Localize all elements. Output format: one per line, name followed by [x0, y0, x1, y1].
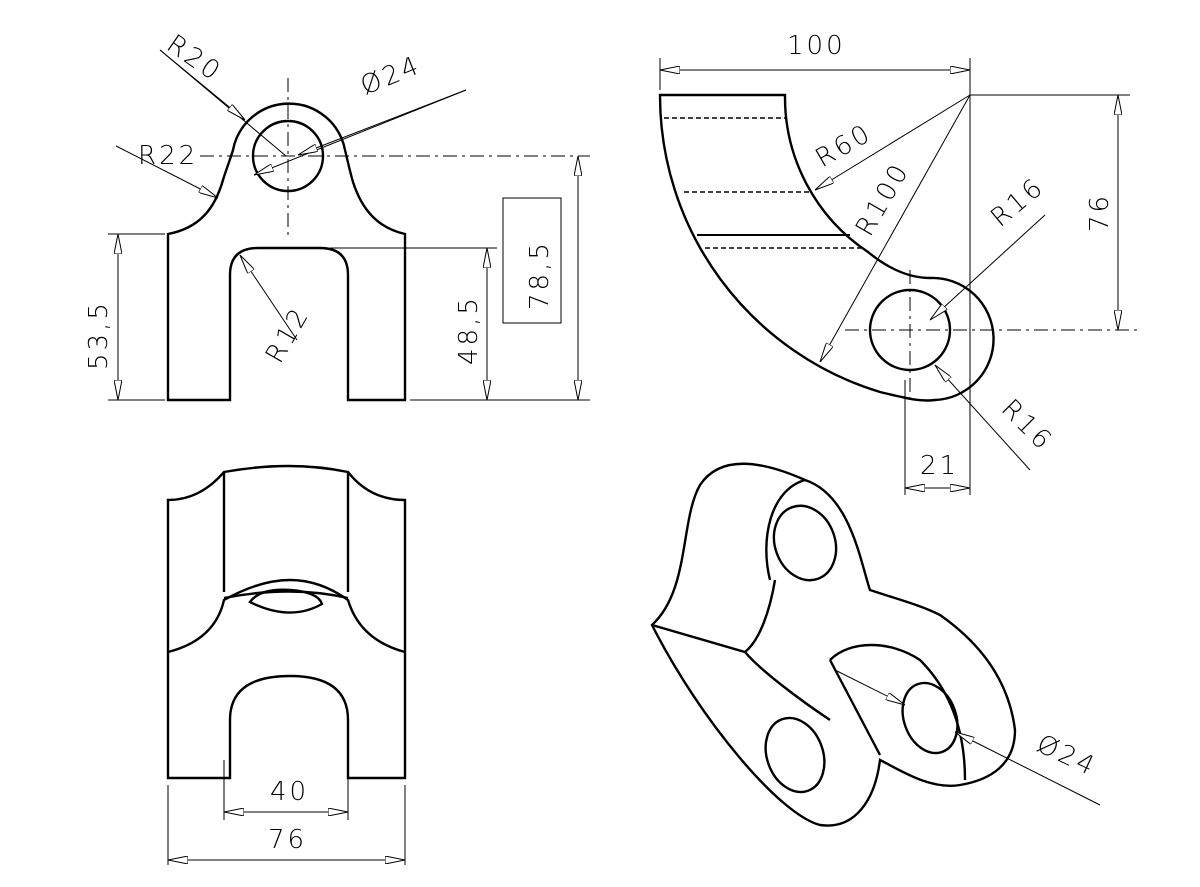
dia24-label: Ø24: [356, 50, 425, 101]
top-view: 40 76: [166, 464, 407, 865]
iso-dia24-label: Ø24: [1032, 729, 1101, 783]
h76-label: 76: [1085, 193, 1115, 232]
w40-label: 40: [270, 777, 309, 807]
r16-bottom-label: R16: [995, 394, 1059, 458]
w100-label: 100: [787, 31, 846, 61]
h53-label: 53,5: [84, 300, 114, 370]
r16-top-label: R16: [985, 172, 1050, 234]
r100-label: R100: [850, 157, 916, 241]
h48-label: 48,5: [454, 295, 484, 365]
side-view: 100 R60 R100 R16 76 R16 21: [658, 31, 1140, 495]
front-view: R20 Ø24 R22 53,5 R12 48,5 78,5: [84, 29, 590, 402]
w76-label: 76: [268, 825, 307, 855]
h78-label: 78,5: [525, 240, 555, 310]
r12-label: R12: [260, 301, 316, 368]
isometric-view: Ø24: [650, 462, 1101, 827]
w21-label: 21: [920, 451, 959, 481]
r22-label: R22: [138, 141, 198, 171]
r60-label: R60: [811, 118, 878, 174]
